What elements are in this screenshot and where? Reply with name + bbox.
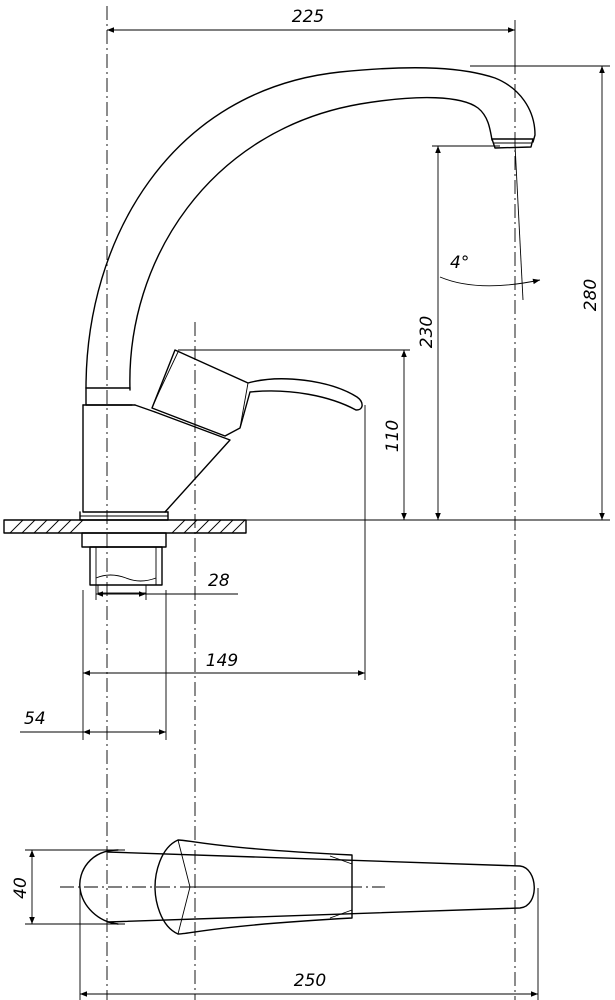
dim-spout-length: 250: [79, 888, 539, 1000]
threaded-shank: [81, 532, 167, 594]
dim-label-40: 40: [11, 877, 31, 899]
worktop-section: [3, 519, 247, 534]
dim-lever-reach: 149: [82, 405, 366, 740]
dim-total-height: 280: [246, 65, 610, 521]
dim-lever-width: 40: [11, 849, 125, 925]
dim-label-28: 28: [208, 571, 230, 591]
dim-overall-reach: 225: [107, 7, 516, 60]
mixer-top-view: [79, 839, 535, 935]
dim-label-250: 250: [294, 971, 326, 991]
dim-body-diameter: 54: [20, 590, 167, 740]
dim-spout-tilt: 4°: [439, 144, 541, 301]
dim-label-110: 110: [383, 420, 403, 452]
dim-label-54: 54: [24, 709, 46, 729]
dim-label-4deg: 4°: [450, 253, 469, 273]
dim-spout-outlet-height: 230: [417, 145, 500, 520]
dim-label-230: 230: [417, 316, 437, 348]
mixer-side-view: [79, 67, 536, 521]
dim-label-149: 149: [206, 651, 238, 671]
dim-thread-diameter: 28: [95, 571, 238, 600]
dim-lever-height: 110: [178, 349, 410, 520]
dim-label-280: 280: [581, 279, 601, 311]
dim-label-225: 225: [292, 7, 324, 27]
